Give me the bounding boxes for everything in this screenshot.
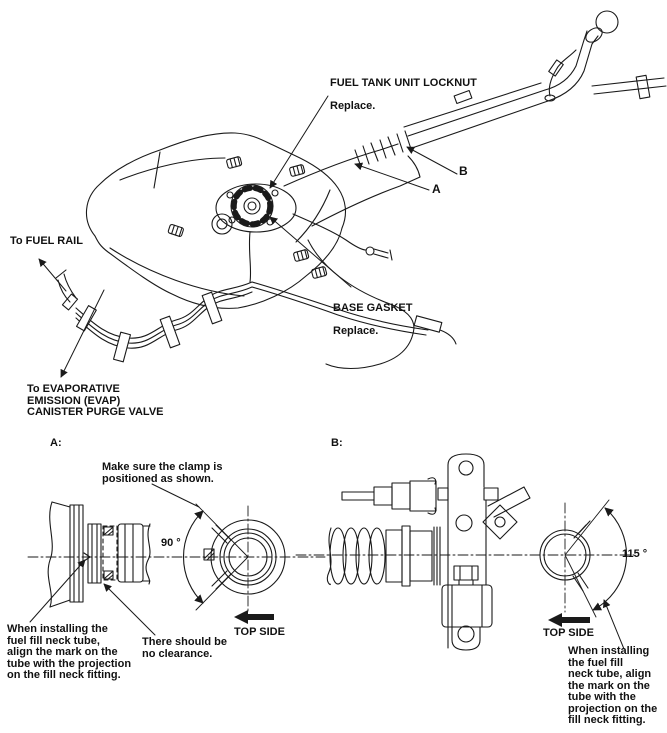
fuel-tank-illustration (38, 11, 666, 378)
top-side-arrow-icon (234, 610, 274, 624)
label-sub: Replace. (333, 324, 379, 337)
label-title: BASE GASKET (333, 301, 413, 314)
clearance-note: There should be no clearance. (142, 636, 227, 660)
detail-a-drawing (28, 484, 325, 635)
install-note-b: When installing the fuel fill neck tube,… (568, 645, 658, 726)
detail-a-heading: A: (50, 437, 62, 449)
top-side-label-b: TOP SIDE (543, 627, 594, 639)
install-note-a: When installing the fuel fill neck tube,… (7, 623, 132, 681)
pipe-bundle (56, 270, 456, 362)
label-sub: Replace. (330, 99, 376, 112)
fuel-filler-cap (583, 11, 618, 45)
fuel-tank-unit-locknut-drawing (216, 184, 296, 232)
tank-vent-marks (168, 156, 327, 278)
angle-90-label: 90 ° (161, 537, 181, 549)
clamp-position-note: Make sure the clamp is positioned as sho… (102, 461, 223, 485)
to-evap-label: To EVAPORATIVE EMISSION (EVAP) CANISTER … (27, 383, 164, 418)
callout-b: B (459, 164, 468, 178)
leader-lines (38, 96, 457, 378)
fill-neck-bracket (438, 454, 530, 650)
detail-b-drawing (296, 454, 634, 650)
fuel-tank-unit-locknut-label: FUEL TANK UNIT LOCKNUT Replace. (330, 66, 477, 124)
top-side-arrow-icon (548, 613, 590, 627)
top-side-label-a: TOP SIDE (234, 626, 285, 638)
corrugated-tube (355, 131, 411, 167)
angle-115-label: 115 ° (622, 548, 648, 560)
to-fuel-rail-label: To FUEL RAIL (10, 235, 83, 247)
label-title: FUEL TANK UNIT LOCKNUT (330, 76, 477, 89)
base-gasket-label: BASE GASKET Replace. (333, 291, 412, 349)
callout-a: A (432, 182, 441, 196)
detail-b-heading: B: (331, 437, 343, 449)
